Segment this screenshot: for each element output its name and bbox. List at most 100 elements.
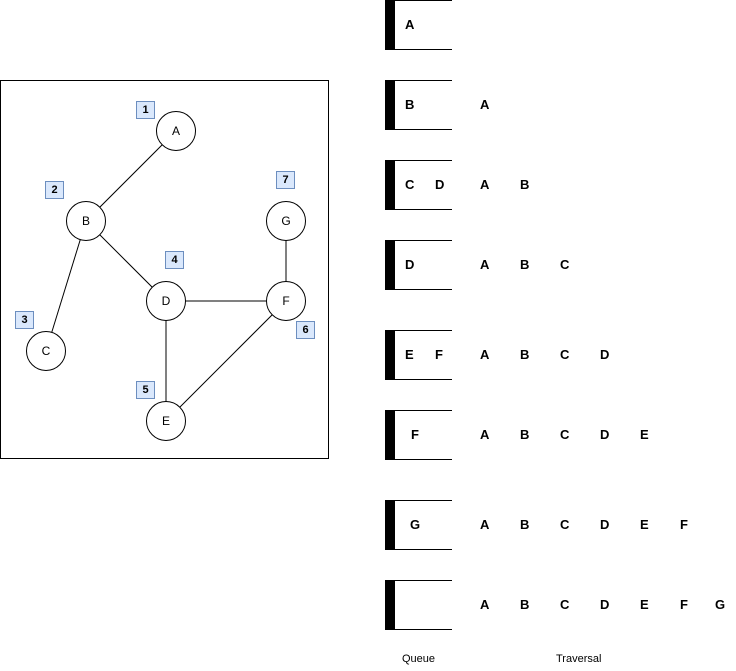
node-label: A [172,124,180,138]
node-circle [66,201,106,241]
queue-bottom-line [395,209,452,210]
bfs-step-8: A B C D E F G [385,580,736,632]
node-a: A [156,111,196,151]
queue-item: G [410,517,421,532]
traversal-item: B [520,257,530,272]
traversal-item: A [480,97,490,112]
traversal-item: C [560,597,570,612]
traversal-item: D [600,347,610,362]
traversal-item: D [600,517,610,532]
node-b: B [66,201,106,241]
traversal-item: A [480,517,490,532]
edge-b-c [45,220,87,352]
traversal-item: B [520,597,530,612]
order-badge-e: 5 [136,381,155,399]
queue-bottom-line [395,289,452,290]
node-label: F [282,294,289,308]
order-badge-f: 6 [296,321,315,339]
node-label: E [162,414,170,428]
node-circle [26,331,66,371]
traversal-caption: Traversal [556,653,602,665]
traversal-item: F [680,517,688,532]
order-badge-g: 7 [276,171,295,189]
order-badge-a: 1 [136,101,155,119]
queue-bottom-line [395,629,452,630]
queue-bar [385,410,395,460]
queue-bar [385,580,395,630]
queue-bar [385,80,395,130]
node-label: G [281,214,290,228]
traversal-item: A [480,597,490,612]
queue-bottom-line [395,549,452,550]
queue-item: F [435,347,443,362]
traversal-item: B [520,177,530,192]
traversal-item: D [600,427,610,442]
node-f: F [266,281,306,321]
traversal-item: E [640,517,649,532]
bfs-step-1: A [385,0,736,52]
node-label: B [82,214,90,228]
traversal-item: B [520,347,530,362]
queue-top-line [395,240,452,241]
traversal-item: G [715,597,726,612]
graph-diagram: A B C D E F G [26,111,306,441]
traversal-item: E [640,597,649,612]
order-badge-b: 2 [45,181,64,199]
traversal-item: A [480,177,490,192]
queue-bar [385,160,395,210]
node-d: D [146,281,186,321]
traversal-item: C [560,257,570,272]
traversal-item: A [480,347,490,362]
order-badge-c: 3 [15,311,34,329]
order-badge-d: 4 [165,251,184,269]
edge-e-f [165,300,287,422]
node-e: E [146,401,186,441]
queue-bottom-line [395,49,452,50]
queue-item: D [405,257,415,272]
node-c: C [26,331,66,371]
queue-top-line [395,160,452,161]
queue-top-line [395,500,452,501]
node-circle [266,201,306,241]
traversal-item: F [680,597,688,612]
traversal-item: D [600,597,610,612]
queue-caption: Queue [402,653,436,665]
node-g: G [266,201,306,241]
queue-top-line [395,80,452,81]
queue-bottom-line [395,129,452,130]
queue-top-line [395,330,452,331]
traversal-item: C [560,517,570,532]
queue-bar [385,240,395,290]
traversal-item: A [480,427,490,442]
queue-item: C [405,177,415,192]
edge-a-b [85,130,177,222]
queue-item: D [435,177,445,192]
traversal-item: E [640,427,649,442]
queue-top-line [395,410,452,411]
traversal-item: A [480,257,490,272]
node-label: C [42,344,51,358]
queue-item: A [405,17,415,32]
queue-bar [385,0,395,50]
queue-bottom-line [395,459,452,460]
queue-item: B [405,97,415,112]
queue-bar [385,500,395,550]
queue-item: E [405,347,414,362]
graph-frame: A B C D E F G [0,80,329,459]
node-circle [156,111,196,151]
traversal-item: C [560,427,570,442]
queue-bottom-line [395,379,452,380]
node-circle [266,281,306,321]
queue-top-line [395,0,452,1]
node-label: D [162,294,171,308]
queue-bar [385,330,395,380]
queue-top-line [395,580,452,581]
node-circle [146,281,186,321]
queue-item: F [411,427,419,442]
